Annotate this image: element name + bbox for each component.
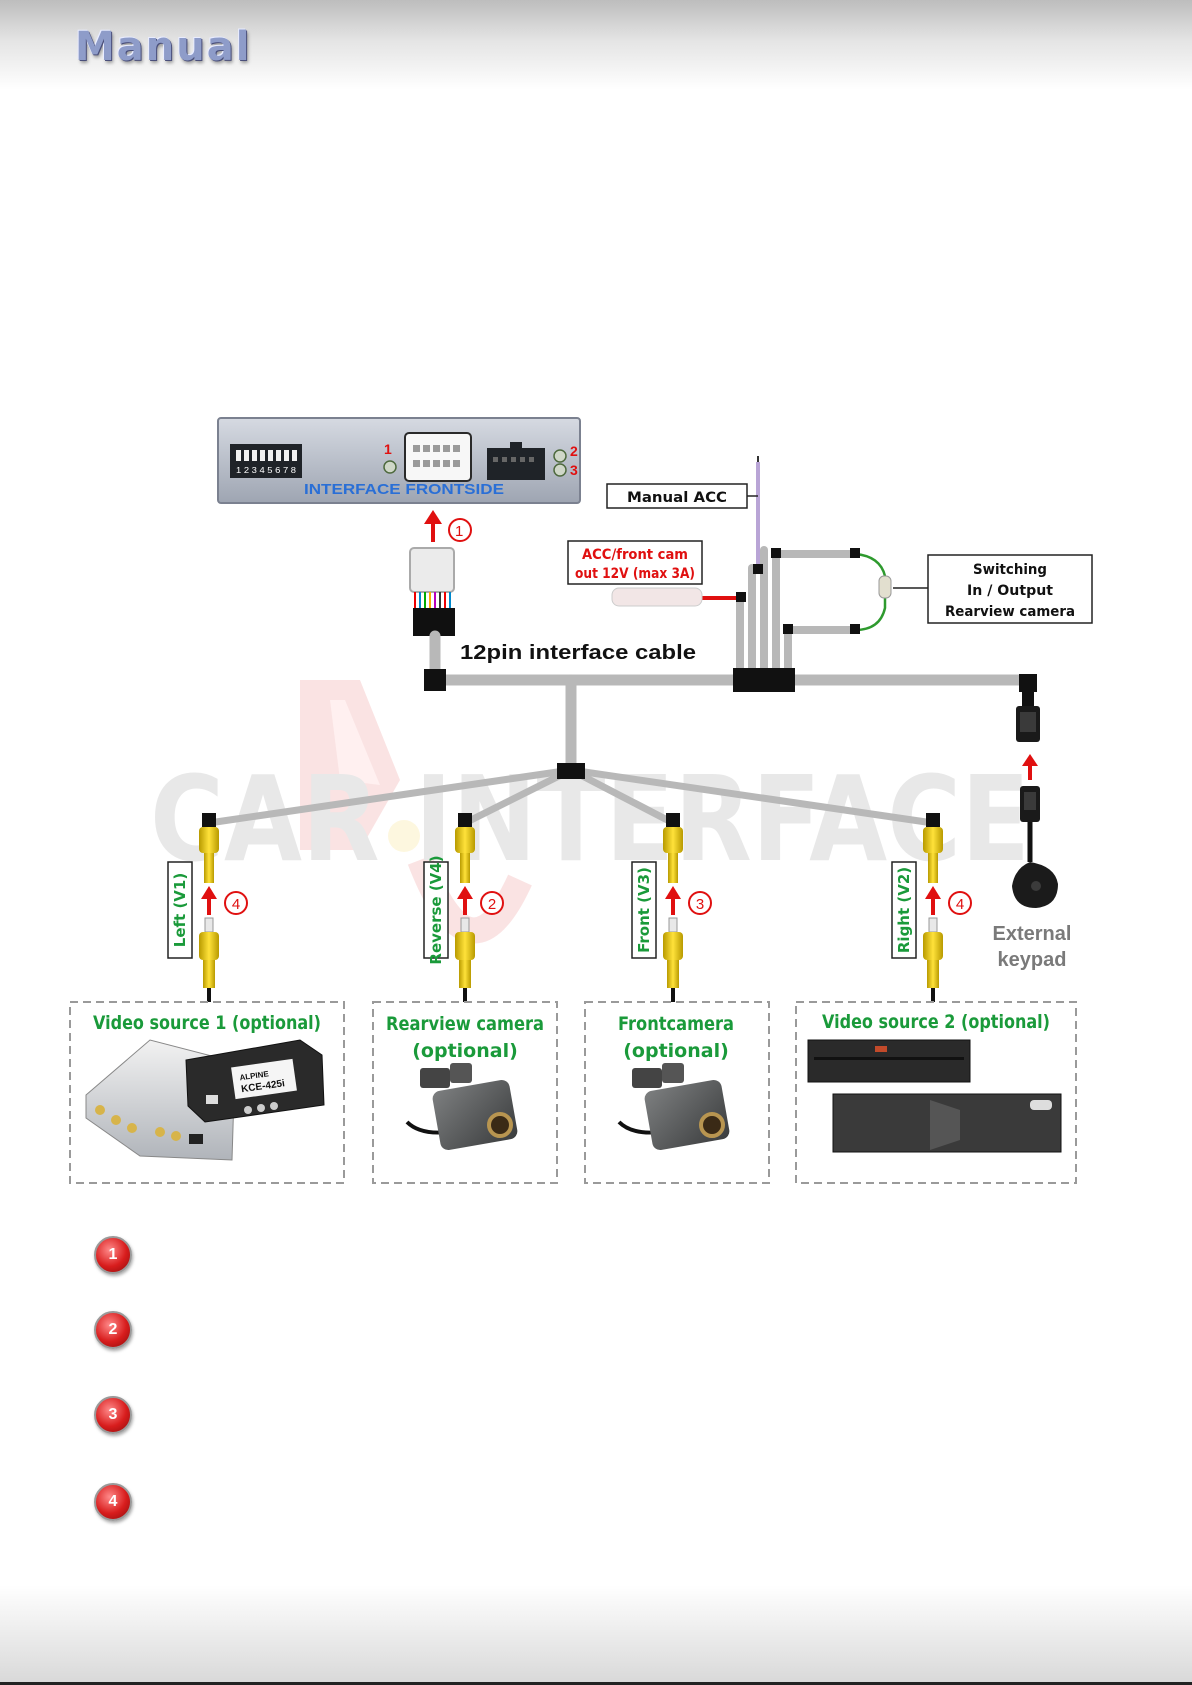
cable-label: 12pin interface cable — [460, 642, 696, 664]
step-number: 2 — [488, 896, 496, 913]
device-alpine-text: ALPINE — [239, 1069, 270, 1082]
switching-line1: Switching — [973, 562, 1047, 578]
12pin-plug — [409, 547, 455, 636]
video-input-1: 4 Left (V1) — [167, 813, 248, 1002]
led-2-label: 2 — [570, 443, 578, 459]
frontside-label: INTERFACE FRONTSIDE — [304, 481, 504, 498]
led-1 — [383, 460, 397, 474]
manual-acc-label: Manual ACC — [627, 490, 727, 506]
legend-marker-4: 4 — [94, 1483, 132, 1521]
source-box-4 — [795, 1001, 1077, 1184]
external-keypad-line1: External — [993, 923, 1072, 945]
arrow-step-1: 1 — [424, 510, 472, 542]
source-1-title: Video source 1 (optional) — [93, 1012, 321, 1034]
led-3 — [553, 463, 567, 477]
page-title: Manual — [75, 24, 252, 70]
source-3-subtitle: (optional) — [623, 1040, 729, 1062]
step-1-number: 1 — [455, 523, 463, 540]
switching-line2: In / Output — [967, 583, 1053, 599]
input-label: Front (V3) — [635, 867, 653, 953]
acc-front-cam-line1: ACC/front cam — [582, 547, 688, 563]
video-input-2: 2 Reverse (V4) — [423, 813, 504, 1002]
source-2-subtitle: (optional) — [412, 1040, 518, 1062]
legend-marker-1: 1 — [94, 1236, 132, 1274]
manual-acc-box: Manual ACC — [606, 483, 758, 509]
footer-rule — [0, 1682, 1192, 1685]
source-titles: Video source 1 (optional) Rearview camer… — [93, 1011, 1050, 1062]
led-3-label: 3 — [570, 462, 578, 478]
switching-line3: Rearview camera — [945, 604, 1075, 620]
switching-box: Switching In / Output Rearview camera — [927, 554, 1093, 624]
dvbt-tuner-image: ALPINE KCE-425i — [85, 1039, 325, 1161]
source-2-title: Rearview camera — [386, 1013, 544, 1035]
dvd-player-image — [807, 1039, 1062, 1153]
video-inputs: 4 Left (V1) 2 Reverse (V4) 3 Front (V3) 4 Right… — [167, 813, 972, 1002]
dip-numbers: 1 2 3 4 5 6 7 8 — [236, 466, 297, 475]
keypad-socket — [487, 448, 545, 480]
step-number: 3 — [696, 896, 704, 913]
external-keypad-line2: keypad — [998, 949, 1067, 971]
legend-marker-2: 2 — [94, 1311, 132, 1349]
input-label: Left (V1) — [171, 873, 189, 947]
led-1-label: 1 — [384, 441, 392, 457]
video-input-4: 4 Right (V2) — [891, 813, 972, 1002]
harness-blocks — [424, 548, 1037, 779]
input-label: Reverse (V4) — [427, 855, 445, 964]
rearview-camera-image — [405, 1063, 518, 1151]
dip-switch-block — [236, 450, 297, 461]
12pin-socket — [404, 432, 472, 482]
header-band — [0, 0, 1192, 90]
front-camera-image — [617, 1063, 730, 1151]
interface-frontside: 1 2 3 4 5 6 7 8 1 2 3 INTERFACE FRONTSID… — [217, 417, 581, 504]
source-3-title: Frontcamera — [618, 1013, 734, 1035]
led-2 — [553, 449, 567, 463]
step-number: 4 — [232, 896, 240, 913]
footer-band — [0, 1585, 1192, 1685]
acc-front-cam-box: ACC/front cam out 12V (max 3A) — [567, 540, 703, 585]
legend-marker-3: 3 — [94, 1396, 132, 1434]
external-keypad: External keypad — [993, 692, 1072, 971]
acc-front-cam-line2: out 12V (max 3A) — [575, 566, 695, 582]
source-4-title: Video source 2 (optional) — [822, 1011, 1050, 1033]
cable-harness — [205, 546, 1034, 827]
input-label: Right (V2) — [895, 867, 913, 953]
video-input-3: 3 Front (V3) — [631, 813, 712, 1002]
step-number: 4 — [956, 896, 964, 913]
